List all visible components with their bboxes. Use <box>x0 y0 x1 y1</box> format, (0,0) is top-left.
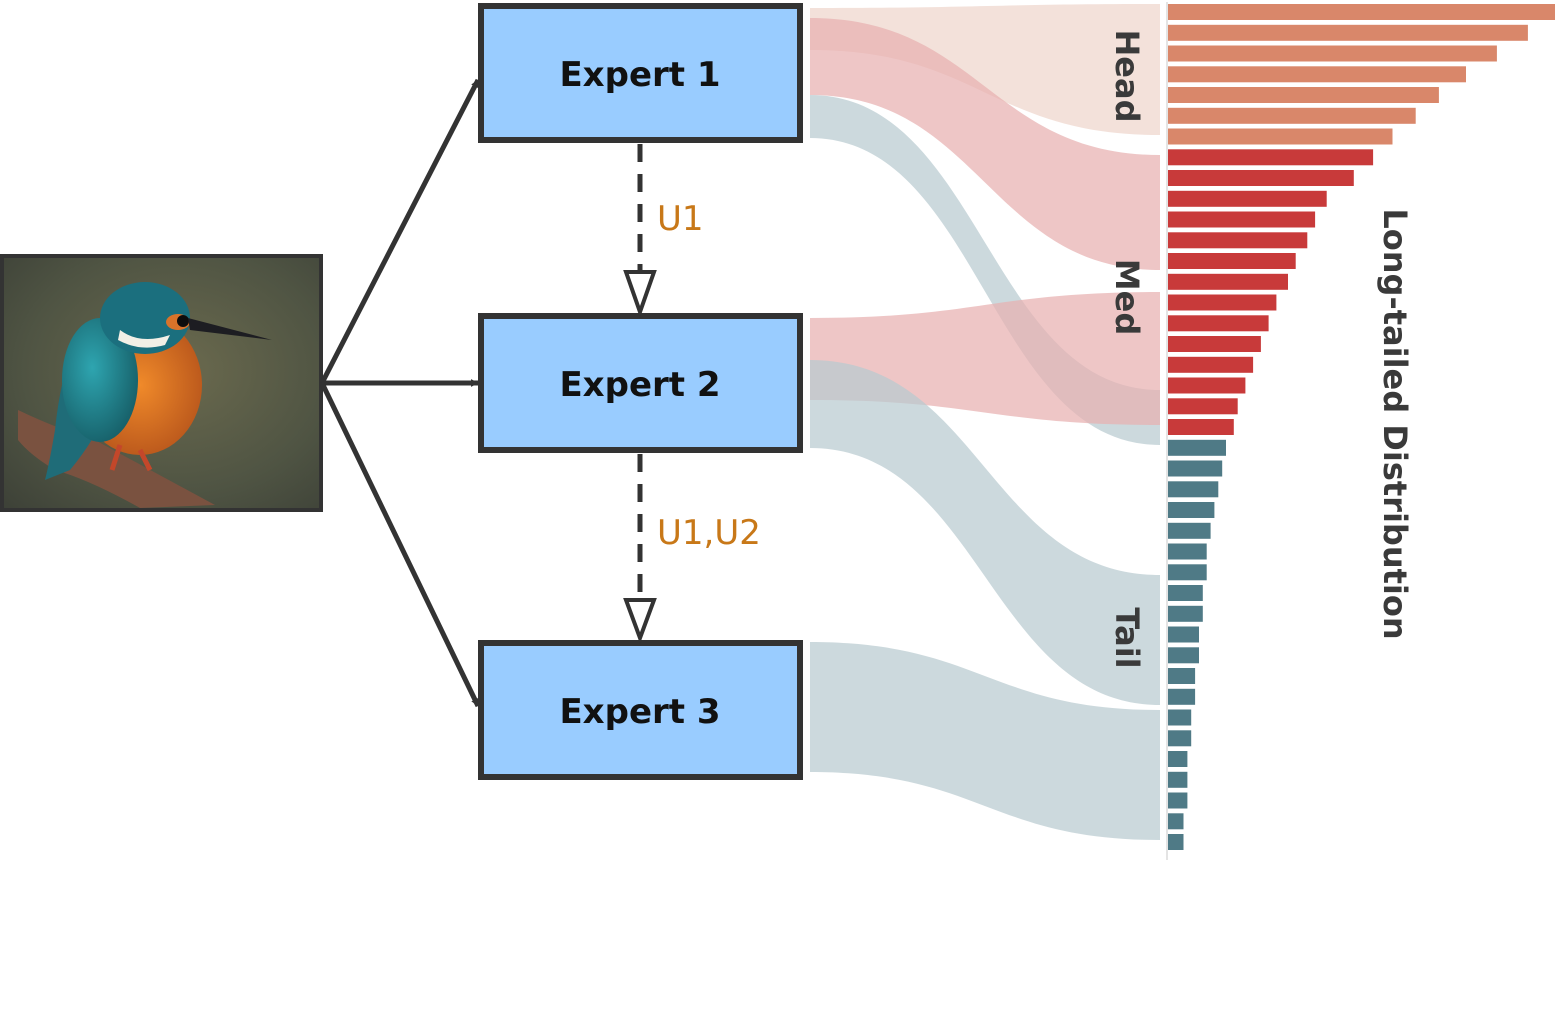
hollow-arrowhead-icon <box>623 598 657 644</box>
bar-med-13 <box>1168 398 1238 415</box>
bar-head-1 <box>1168 4 1555 20</box>
bar-tail-8 <box>1168 585 1203 601</box>
bar-tail-17 <box>1168 771 1188 788</box>
expert-1-label: Expert 1 <box>559 55 720 95</box>
bird-throat-shape <box>118 330 170 348</box>
group-label-head: Head <box>1108 30 1146 123</box>
flow-expert-1-med <box>810 18 1160 270</box>
bar-med-3 <box>1168 190 1327 207</box>
bar-med-6 <box>1168 253 1296 269</box>
expert-1-box[interactable]: Expert 1 <box>478 3 803 143</box>
bar-tail-10 <box>1168 626 1199 643</box>
hollow-arrowhead-icon <box>623 270 657 319</box>
expert-2-label: Expert 2 <box>559 365 720 405</box>
group-label-med: Med <box>1108 259 1146 335</box>
expert-3-label: Expert 3 <box>559 692 720 732</box>
bar-tail-18 <box>1168 792 1188 809</box>
bar-tail-3 <box>1168 481 1219 498</box>
bird-wing-shape <box>62 318 138 442</box>
bar-head-6 <box>1168 107 1416 124</box>
bar-head-4 <box>1168 66 1466 83</box>
expert-3-box[interactable]: Expert 3 <box>478 640 803 780</box>
uncertainty-label-2: U1,U2 <box>657 513 761 553</box>
bar-head-7 <box>1168 128 1393 145</box>
bar-tail-19 <box>1168 813 1184 830</box>
bar-tail-12 <box>1168 668 1196 684</box>
bar-tail-20 <box>1168 834 1184 850</box>
flow-expert-1-tail <box>810 95 1160 445</box>
bar-med-4 <box>1168 211 1316 228</box>
bar-med-1 <box>1168 149 1374 166</box>
arrow-to-expert-3 <box>319 381 481 708</box>
bar-tail-1 <box>1168 439 1226 456</box>
uncertainty-label-1: U1 <box>657 199 704 239</box>
bar-tail-6 <box>1168 543 1207 560</box>
bird-eye-shape <box>177 315 189 327</box>
distribution-title: Long-tailed Distribution <box>1376 208 1414 639</box>
uncertainty-arrow-1: U1 <box>623 144 704 319</box>
bar-med-2 <box>1168 170 1354 186</box>
bar-head-3 <box>1168 45 1497 62</box>
arrow-to-expert-1 <box>319 78 481 385</box>
bar-head-2 <box>1168 24 1528 41</box>
expert-2-box[interactable]: Expert 2 <box>478 313 803 453</box>
bar-tail-16 <box>1168 751 1188 767</box>
bar-tail-2 <box>1168 460 1223 477</box>
bird-beak-shape <box>188 318 272 340</box>
bar-med-9 <box>1168 315 1269 332</box>
bar-med-12 <box>1168 377 1246 394</box>
bar-med-14 <box>1168 419 1234 435</box>
bar-med-5 <box>1168 232 1308 249</box>
input-arrows <box>319 78 481 708</box>
bar-med-10 <box>1168 336 1261 352</box>
bar-med-7 <box>1168 273 1288 290</box>
group-label-tail: Tail <box>1108 607 1146 668</box>
bar-tail-9 <box>1168 605 1203 622</box>
bar-tail-13 <box>1168 688 1196 705</box>
bar-tail-5 <box>1168 522 1211 539</box>
flow-expert-2-tail <box>810 360 1160 705</box>
bar-tail-4 <box>1168 502 1215 518</box>
bar-med-8 <box>1168 294 1277 311</box>
input-image <box>0 254 323 512</box>
bar-tail-15 <box>1168 730 1192 747</box>
bar-tail-11 <box>1168 647 1199 664</box>
bar-tail-14 <box>1168 709 1192 726</box>
bar-med-11 <box>1168 356 1254 373</box>
flow-ribbons <box>810 4 1160 840</box>
bar-tail-7 <box>1168 564 1207 581</box>
bar-head-5 <box>1168 87 1439 103</box>
uncertainty-arrow-2: U1,U2 <box>623 454 761 644</box>
flow-expert-3-tail <box>810 642 1160 840</box>
distribution-bars <box>1168 4 1555 850</box>
